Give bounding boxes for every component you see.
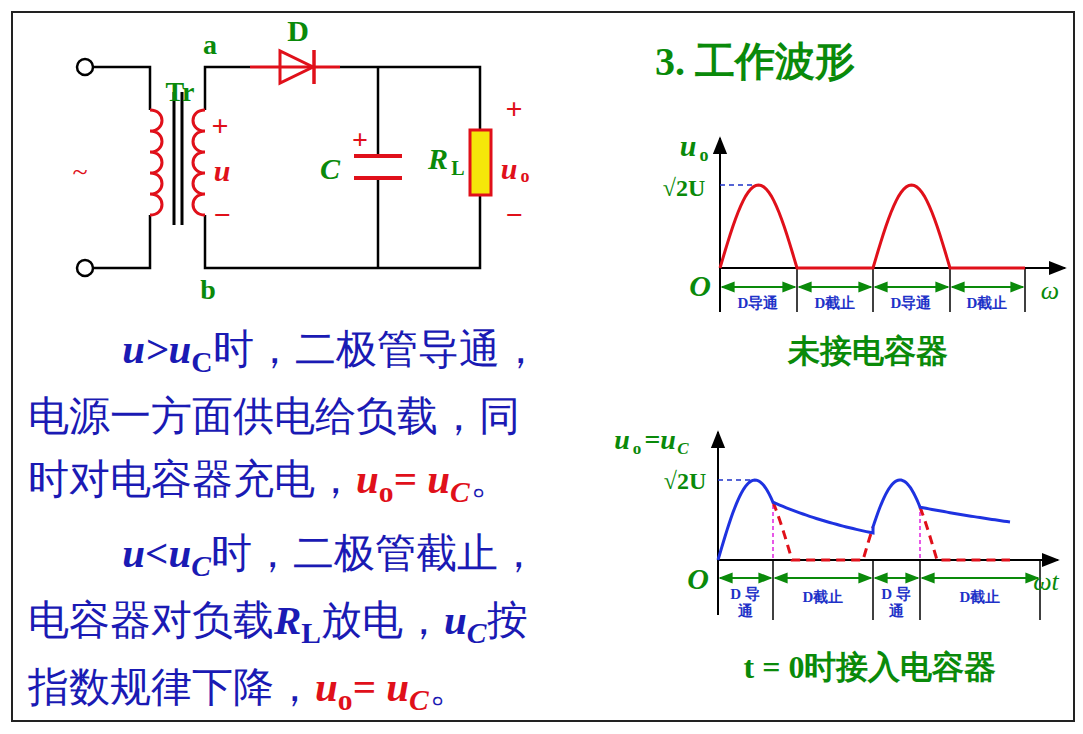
label: b — [200, 275, 216, 306]
explanation-paragraph: u<uC时，二极管截止，电容器对负载RL放电，uC按指数规律下降，uo= uC。 — [28, 522, 543, 723]
axes — [718, 138, 1065, 615]
paragraph-text: L — [301, 617, 321, 649]
label: 未接电容器 — [788, 334, 948, 369]
peak-guide — [720, 184, 758, 186]
interval-ticks — [773, 268, 1040, 620]
paragraph-text: o — [338, 684, 353, 716]
label: o — [521, 167, 530, 187]
label: O — [687, 562, 709, 595]
label: t = 0时接入电容器 — [744, 650, 997, 685]
label: √2U — [664, 468, 707, 494]
label: D导通 — [738, 295, 779, 312]
paragraph-text: 。 — [429, 664, 470, 710]
label: D — [287, 14, 309, 47]
label: √2U — [663, 175, 706, 201]
label: u — [214, 154, 231, 187]
label: =u — [644, 425, 676, 456]
primary-winding — [150, 110, 162, 215]
label: o — [700, 146, 709, 166]
output-waveform — [720, 185, 1025, 268]
label: L — [451, 157, 464, 179]
input-terminal — [77, 59, 93, 75]
paragraph-text: o — [379, 476, 394, 508]
label: C — [320, 152, 340, 185]
paragraph-text: = u — [394, 456, 450, 502]
paragraph-text: u>u — [122, 326, 191, 372]
paragraph-text: C — [450, 476, 470, 508]
label: D导通 — [891, 295, 932, 312]
paragraph-text: 时，二极管导通，电源一方面供电给负载，同时对电容器充电， — [28, 326, 541, 502]
label: ωt — [1033, 568, 1059, 597]
label: R — [428, 142, 448, 175]
explanation-paragraph: u>uC时，二极管导通，电源一方面供电给负载，同时对电容器充电，uo= uC。 — [28, 318, 543, 515]
label: ω — [1041, 277, 1059, 306]
resistor-symbol — [470, 130, 491, 195]
rectified-waveform — [773, 502, 1010, 560]
label: Tr — [165, 77, 194, 108]
label: D截止 — [960, 589, 1001, 606]
paragraph-text: 放电， — [321, 597, 444, 643]
label: ~ — [72, 157, 87, 188]
slide-frame — [12, 12, 1074, 721]
paragraph-text: = u — [353, 664, 409, 710]
label: u — [501, 152, 518, 185]
label: + — [505, 92, 522, 125]
paragraph-text: C — [409, 684, 429, 716]
guide-line — [772, 505, 774, 560]
circuit-wires — [77, 59, 480, 276]
label: + — [352, 125, 368, 156]
label: a — [203, 30, 217, 61]
guide-line — [919, 505, 921, 560]
label: O — [689, 269, 711, 302]
paragraph-text: C — [467, 617, 487, 649]
label: C — [677, 440, 688, 459]
filtered-waveform — [718, 480, 1010, 560]
label: D截止 — [967, 295, 1008, 312]
capacitor-symbol — [354, 156, 402, 178]
paragraph-text: u — [356, 456, 379, 502]
interval-arrows — [720, 287, 1038, 578]
label: D 导通 — [880, 586, 912, 619]
label: D截止 — [803, 589, 844, 606]
paragraph-text: 。 — [470, 456, 511, 502]
paragraph-text: u — [315, 664, 338, 710]
paragraph-text: u — [444, 597, 467, 643]
paragraph-text: C — [191, 346, 212, 378]
secondary-winding — [193, 110, 205, 215]
label: u — [614, 425, 630, 456]
label: − — [213, 198, 230, 231]
paragraph-text: C — [191, 550, 211, 582]
label: u — [680, 129, 697, 162]
label: D 导通 — [729, 586, 761, 619]
diode-symbol — [250, 50, 340, 84]
paragraph-text: R — [274, 597, 301, 643]
label: o — [633, 440, 642, 459]
label: D截止 — [815, 295, 856, 312]
label: + — [211, 109, 228, 142]
label: − — [505, 198, 522, 231]
paragraph-text: u<u — [122, 530, 191, 576]
slide-title: 3. 工作波形 — [655, 40, 855, 84]
input-terminal — [77, 260, 93, 276]
